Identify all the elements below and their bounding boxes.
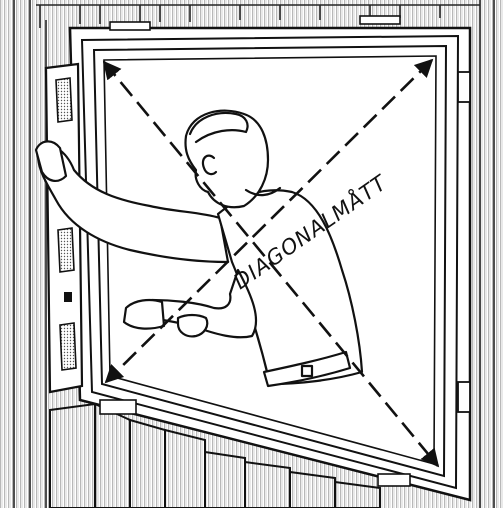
spirit-level	[46, 64, 82, 392]
